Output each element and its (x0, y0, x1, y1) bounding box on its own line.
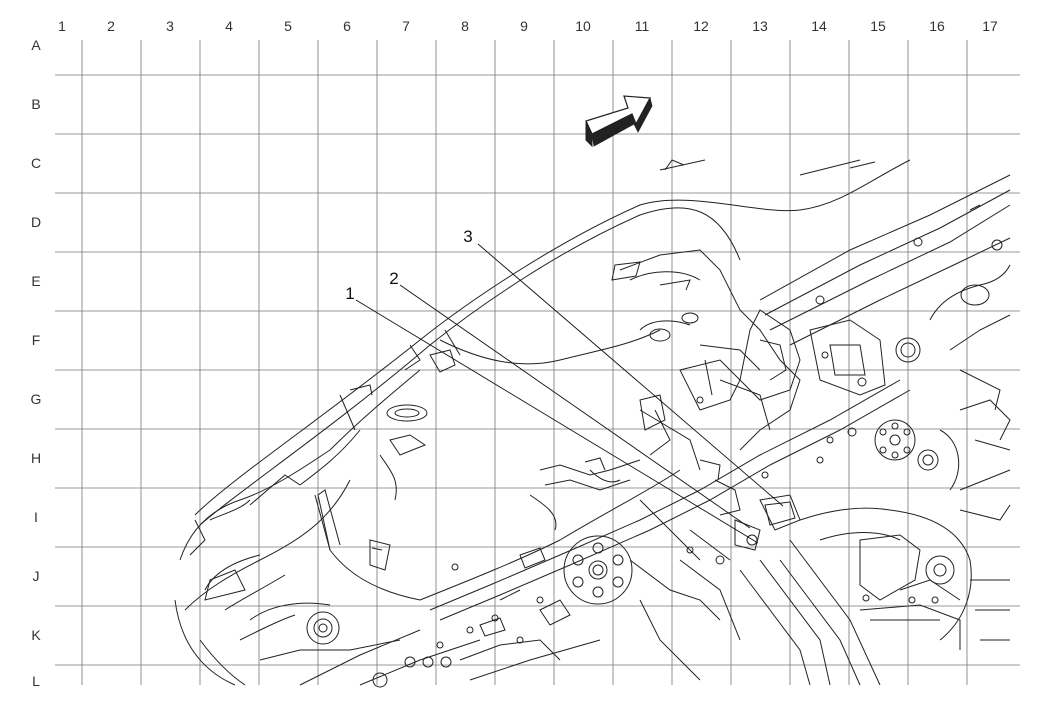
row-label: I (34, 509, 38, 525)
row-label: C (31, 155, 41, 171)
row-label: B (31, 96, 40, 112)
vehicle-body-drawing (174, 159, 1011, 688)
row-labels: A B C D E F G H I J K L (31, 37, 42, 689)
row-label: K (31, 627, 41, 643)
column-label: 10 (575, 18, 591, 34)
column-label: 12 (693, 18, 709, 34)
column-label: 1 (58, 18, 66, 34)
column-labels: 1 2 3 4 5 6 7 8 9 10 11 12 13 14 15 16 1… (58, 18, 998, 34)
row-label: A (31, 37, 41, 53)
row-label: D (31, 214, 41, 230)
column-label: 15 (870, 18, 886, 34)
column-label: 17 (982, 18, 998, 34)
column-label: 3 (166, 18, 174, 34)
reference-grid (55, 40, 1020, 685)
row-label: E (31, 273, 40, 289)
column-label: 5 (284, 18, 292, 34)
column-label: 9 (520, 18, 528, 34)
callout-leader-1 (355, 299, 759, 544)
row-label: J (33, 568, 40, 584)
direction-arrow-icon (585, 95, 653, 148)
column-label: 14 (811, 18, 827, 34)
column-label: 4 (225, 18, 233, 34)
row-label: G (31, 391, 42, 407)
callouts: 1 2 3 (345, 227, 784, 544)
callout-label-3: 3 (463, 227, 472, 246)
callout-label-1: 1 (345, 284, 354, 303)
callout-leader-3 (477, 243, 784, 507)
column-label: 2 (107, 18, 115, 34)
column-label: 13 (752, 18, 768, 34)
column-label: 16 (929, 18, 945, 34)
row-label: H (31, 450, 41, 466)
column-label: 6 (343, 18, 351, 34)
column-label: 7 (402, 18, 410, 34)
column-label: 11 (635, 18, 650, 34)
column-label: 8 (461, 18, 469, 34)
callout-label-2: 2 (389, 269, 398, 288)
callout-leader-2 (399, 284, 751, 529)
row-label: F (32, 332, 41, 348)
row-label: L (32, 673, 40, 689)
